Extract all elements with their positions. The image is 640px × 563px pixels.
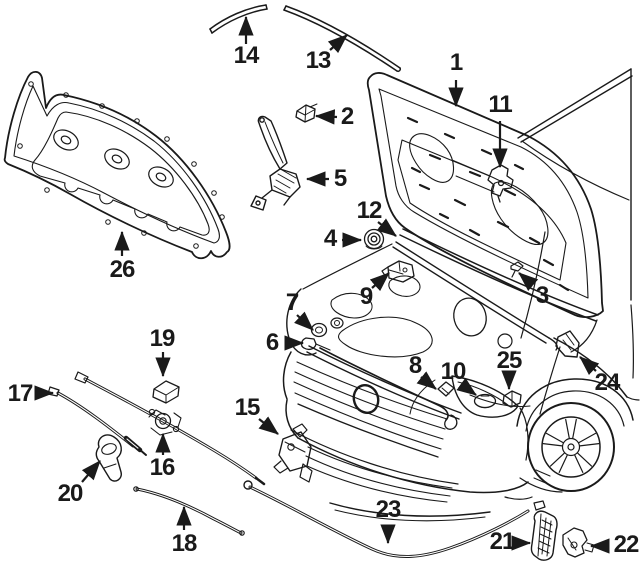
callout-16[interactable]: 16 xyxy=(149,454,176,481)
callout-19[interactable]: 19 xyxy=(149,325,176,352)
callout-22[interactable]: 22 xyxy=(613,531,640,558)
hood-latch-15 xyxy=(273,423,313,483)
callout-arrows xyxy=(34,15,610,554)
callout-12[interactable]: 12 xyxy=(356,197,383,224)
callout-5[interactable]: 5 xyxy=(333,165,347,192)
cable-part-23 xyxy=(243,480,546,558)
callout-arrow-12 xyxy=(376,218,397,237)
vw-emblem xyxy=(352,383,380,415)
cable-part-18 xyxy=(133,486,245,536)
hood-striker-11 xyxy=(487,164,514,203)
callout-21[interactable]: 21 xyxy=(489,528,516,555)
callout-2[interactable]: 2 xyxy=(340,103,354,130)
callout-arrow-13 xyxy=(327,34,348,54)
callout-9[interactable]: 9 xyxy=(359,283,373,310)
lower-grille-slats xyxy=(305,446,453,503)
callout-arrow-2 xyxy=(314,109,338,125)
clip-part-3 xyxy=(510,261,524,278)
wheel-spokes xyxy=(542,418,600,473)
callout-18[interactable]: 18 xyxy=(171,530,198,557)
callout-arrow-10 xyxy=(456,377,477,396)
hood-hinge-5 xyxy=(250,115,301,211)
fender-and-wheel xyxy=(504,304,640,500)
callout-arrow-15 xyxy=(258,416,279,435)
callout-6[interactable]: 6 xyxy=(265,329,279,356)
callout-24[interactable]: 24 xyxy=(594,369,621,396)
tire xyxy=(527,402,615,492)
cable-part-17 xyxy=(47,386,147,456)
callout-arrow-3 xyxy=(518,272,539,292)
clip-part-2 xyxy=(295,103,318,123)
release-lever-21 xyxy=(530,510,558,561)
callout-10[interactable]: 10 xyxy=(440,358,467,385)
clip-part-25 xyxy=(502,390,522,408)
callout-26[interactable]: 26 xyxy=(109,256,136,283)
hood-slots xyxy=(406,116,570,292)
grommet-part-19 xyxy=(152,380,180,404)
callout-14[interactable]: 14 xyxy=(233,42,260,69)
grommet-part-4 xyxy=(363,228,385,250)
windshield-a-pillar xyxy=(517,68,633,301)
callout-arrow-9 xyxy=(369,272,390,292)
callout-arrow-20 xyxy=(81,460,101,483)
callout-20[interactable]: 20 xyxy=(57,480,84,507)
cable-part-16-assembly xyxy=(74,371,266,486)
callout-25[interactable]: 25 xyxy=(496,347,523,374)
hood-panel xyxy=(366,72,604,322)
callout-4[interactable]: 4 xyxy=(323,225,337,252)
callout-23[interactable]: 23 xyxy=(375,496,402,523)
hood-insulation-pad xyxy=(3,70,231,260)
callout-13[interactable]: 13 xyxy=(305,47,332,74)
callout-1[interactable]: 1 xyxy=(449,49,463,76)
wheel-rim xyxy=(541,416,601,478)
pad-rivet-holes xyxy=(17,81,225,249)
callout-11[interactable]: 11 xyxy=(488,91,512,118)
callout-17[interactable]: 17 xyxy=(7,380,34,407)
callout-15[interactable]: 15 xyxy=(234,394,261,421)
release-handle-20 xyxy=(95,434,123,482)
callout-arrow-24 xyxy=(579,356,600,376)
cable-connector-16 xyxy=(148,408,182,436)
callout-7[interactable]: 7 xyxy=(285,289,299,316)
hood-front-seal-12 xyxy=(399,228,599,322)
grommet-part-10 xyxy=(473,393,497,409)
callout-3[interactable]: 3 xyxy=(535,282,549,309)
front-fascia xyxy=(282,345,551,522)
pad-emboss-rings xyxy=(53,129,174,188)
callout-arrow-7 xyxy=(294,311,314,331)
callout-8[interactable]: 8 xyxy=(408,352,422,379)
callout-arrow-8 xyxy=(416,371,437,390)
